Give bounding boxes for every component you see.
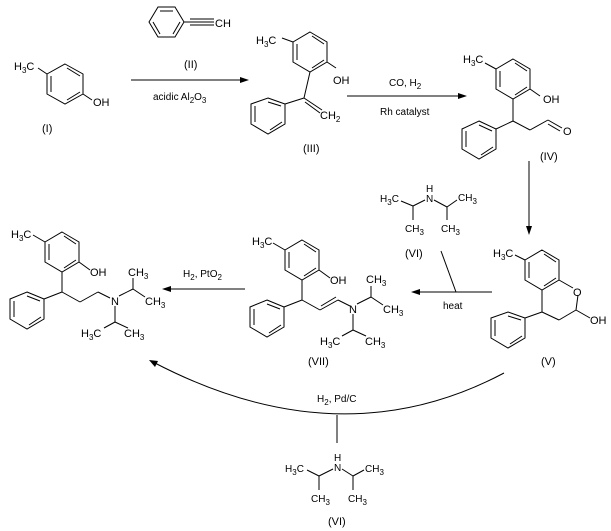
hydroxyl-label: OH: [543, 94, 560, 106]
methyl-label: H3C: [380, 194, 399, 207]
methyl-label: H3C: [493, 248, 513, 262]
methyl-label: H3C: [320, 336, 340, 350]
methyl-label: CH3: [365, 464, 384, 477]
compound-label: (I): [42, 123, 52, 135]
compound-VII: H3C OH N CH3 CH3 H3C CH3 (VII): [249, 236, 404, 368]
methyl-label: CH3: [124, 328, 145, 342]
methyl-label: H3C: [81, 328, 101, 342]
ring-oxygen-label: O: [573, 287, 582, 299]
methyl-label: CH3: [128, 267, 149, 281]
compound-III: H3C OH CH2 (III): [250, 31, 350, 155]
benzene-ring: [46, 63, 84, 105]
nh-hydrogen-label: H: [334, 453, 341, 464]
reagent-label: H2, PtO2: [183, 269, 222, 282]
compound-label: (VI): [328, 516, 346, 528]
methyl-label: CH3: [348, 494, 367, 507]
arrow-VII-to-product: H2, PtO2: [162, 269, 245, 292]
nh-nitrogen-label: N: [334, 463, 341, 474]
methyl-label: CH3: [366, 274, 387, 288]
nitrogen-label: N: [111, 296, 119, 308]
compound-I: H3C OH (I): [14, 61, 110, 135]
compound-label: (VI): [405, 248, 423, 260]
reagent-label: CO, H2: [389, 78, 422, 91]
vinyl-label: CH2: [320, 110, 341, 124]
methyl-label: CH3: [405, 224, 424, 237]
arrow-IV-to-V: [526, 161, 532, 235]
nh-nitrogen-label: N: [426, 194, 433, 205]
hydroxyl-label: OH: [330, 275, 347, 287]
reagent-label: H2, Pd/C: [317, 394, 356, 407]
carbonyl-oxygen-label: O: [563, 126, 572, 138]
methyl-label: CH3: [311, 494, 330, 507]
hydroxyl-label: OH: [93, 97, 110, 109]
hydroxyl-label: OH: [90, 267, 107, 279]
compound-label: (VII): [308, 356, 329, 368]
arrow-V-to-product: H2, Pd/C: [149, 360, 505, 443]
methyl-label: H3C: [11, 229, 31, 243]
arrow-I-to-III: acidic Al2O3: [131, 77, 249, 105]
nh-hydrogen-label: H: [426, 184, 433, 195]
compound-IV: H3C OH O (IV): [461, 54, 572, 163]
conditions-label: Rh catalyst: [380, 107, 430, 118]
methyl-label: H3C: [285, 464, 304, 477]
compound-product: H3C OH N CH3 CH3 H3C CH3: [9, 229, 166, 342]
terminal-ch-label: CH: [215, 18, 231, 30]
nitrogen-label: N: [349, 304, 357, 316]
methyl-label: H3C: [252, 236, 272, 250]
methyl-label: CH3: [145, 296, 166, 310]
compound-label: (IV): [540, 151, 558, 163]
methyl-label: H3C: [256, 35, 276, 49]
methyl-label: H3C: [463, 54, 483, 68]
methyl-label: CH3: [365, 336, 386, 350]
hydroxyl-label: OH: [590, 315, 607, 327]
compound-label: (III): [303, 143, 320, 155]
hydroxyl-label: OH: [333, 75, 350, 87]
compound-II: CH (II): [148, 6, 231, 71]
conditions-label: heat: [443, 301, 463, 312]
methyl-label: CH3: [458, 193, 477, 206]
compound-VI-top: H N H3C CH3 CH3 CH3 (VI): [380, 184, 477, 260]
methyl-label: CH3: [383, 304, 404, 318]
methyl-label: CH3: [441, 224, 460, 237]
compound-V: H3C O OH (V): [490, 248, 607, 368]
conditions-label: acidic Al2O3: [153, 92, 207, 105]
compound-VI-bottom: H N H3C CH3 CH3 CH3 (VI): [285, 453, 384, 528]
compound-label: (V): [541, 356, 556, 368]
arrow-III-to-IV: CO, H2 Rh catalyst: [347, 78, 467, 118]
arrow-V-to-VII: heat: [411, 250, 492, 312]
methyl-label: H3C: [14, 61, 34, 75]
reagent-label: (II): [184, 59, 197, 71]
